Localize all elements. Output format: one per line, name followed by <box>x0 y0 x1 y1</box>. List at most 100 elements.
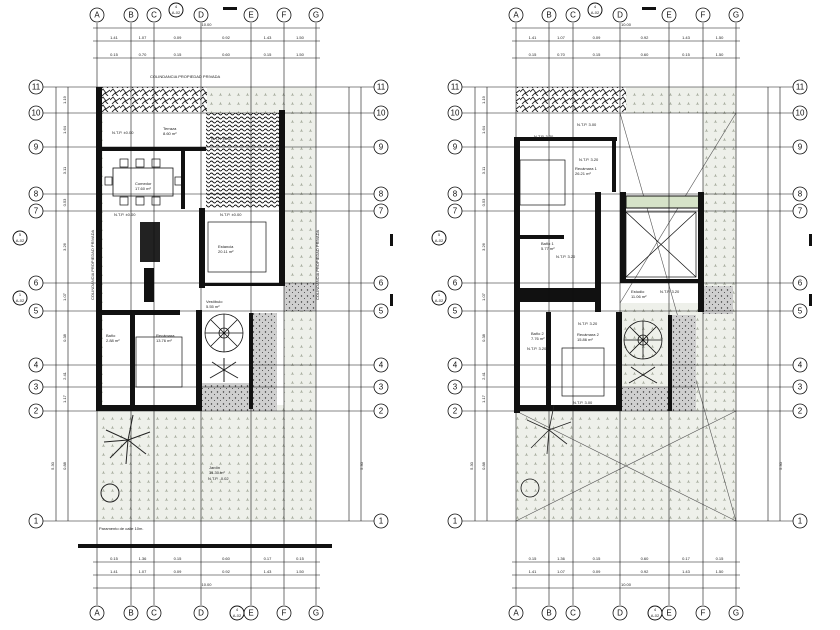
dimension-total: 10.00 <box>621 582 632 587</box>
dimension-text: 0.53 <box>481 198 486 207</box>
grid-bubble <box>447 379 463 395</box>
grid-bubble <box>695 7 711 23</box>
room-area: 20.11 m² <box>218 249 234 254</box>
dimension-text: 0.92 <box>641 35 650 40</box>
room-name: Estancia <box>218 244 234 249</box>
dimension-text: 1.43 <box>682 569 691 574</box>
grid-bubble <box>28 357 44 373</box>
section-marker[interactable] <box>12 230 28 246</box>
furniture <box>519 159 697 397</box>
grid-label: 6 <box>453 279 458 288</box>
grid-bubble <box>373 203 389 219</box>
grid-label: C <box>151 609 157 618</box>
dimension-text: 0.15 <box>174 52 183 57</box>
grid-bubble <box>792 203 808 219</box>
grid-bubble <box>123 7 139 23</box>
dimension-text: 1.19 <box>62 95 67 104</box>
room-labels: Terraza 8.60 m² Comedor 17.60 m² Estanci… <box>106 126 242 481</box>
dimension-text: 0.09 <box>593 35 602 40</box>
grid-bubble <box>541 7 557 23</box>
dimension-text: 0.15 <box>716 556 725 561</box>
section-sheet: A-02 <box>172 10 181 15</box>
room-name: Comedor <box>135 181 152 186</box>
dimension-text: 1.07 <box>139 35 148 40</box>
grid-label: 1 <box>379 517 384 526</box>
grid-label: 10 <box>377 109 386 118</box>
dimension-text: 1.36 <box>139 556 148 561</box>
grid-bubble <box>243 7 259 23</box>
grid-bubble <box>308 605 324 621</box>
dimension-text: 2.41 <box>62 371 67 380</box>
dimension-text: 0.38 <box>481 333 486 342</box>
room-name: Baño 1 <box>541 241 554 246</box>
section-marker[interactable] <box>647 605 663 621</box>
grid-label: 3 <box>798 383 803 392</box>
section-marker[interactable] <box>587 2 603 18</box>
section-cut-mark <box>223 7 237 10</box>
grid-bubble <box>373 303 389 319</box>
grid-bubble <box>508 605 524 621</box>
dimension-text: 0.17 <box>682 556 691 561</box>
grid-label: 9 <box>453 143 458 152</box>
stair <box>140 222 160 262</box>
grid-bubble <box>792 357 808 373</box>
grid-bubble <box>89 605 105 621</box>
grid-bubble <box>447 203 463 219</box>
grid-label: B <box>128 609 133 618</box>
grid-label: 10 <box>451 109 460 118</box>
grid-bubble <box>565 7 581 23</box>
grid-label: 2 <box>34 407 39 416</box>
section-sheet: A-02 <box>591 10 600 15</box>
grid-bubble <box>792 79 808 95</box>
grid-label: B <box>546 609 551 618</box>
room-area: 5.77 m² <box>541 246 555 251</box>
section-marker[interactable] <box>431 230 447 246</box>
section-marker[interactable] <box>168 2 184 18</box>
grid-bubble <box>447 139 463 155</box>
grid-label: 11 <box>377 83 386 92</box>
grid-bubble <box>792 403 808 419</box>
grid-label: 7 <box>453 207 458 216</box>
dimension-text: 1.41 <box>529 35 538 40</box>
grid-bubble <box>792 275 808 291</box>
section-sheet: A-02 <box>16 238 25 243</box>
dimension-text: 1.50 <box>296 35 305 40</box>
grid-bubble <box>373 105 389 121</box>
grid-bubble <box>447 79 463 95</box>
grid-bubble <box>792 513 808 529</box>
room-area: 15.86 m² <box>577 337 593 342</box>
grid-label: 3 <box>379 383 384 392</box>
grid-label: E <box>248 11 253 20</box>
grid-label: F <box>282 11 287 20</box>
dimension-text: 1.43 <box>264 569 273 574</box>
grid-label: 1 <box>453 517 458 526</box>
grid-bubble <box>447 275 463 291</box>
section-marker[interactable] <box>431 290 447 306</box>
grid-bubble <box>28 139 44 155</box>
room-area: 8.60 m² <box>163 131 177 136</box>
grid-bubble <box>28 403 44 419</box>
dimension-text: 1.07 <box>557 569 566 574</box>
dimension-text: 3.26 <box>481 242 486 251</box>
section-cut-mark <box>809 294 812 306</box>
section-sheet: A-02 <box>16 298 25 303</box>
dimension-text: 1.50 <box>716 52 725 57</box>
grid-label: 4 <box>34 361 39 370</box>
grid-bubble <box>28 379 44 395</box>
grid-bubble <box>373 275 389 291</box>
dimension-text: 0.15 <box>264 52 273 57</box>
level-label: N.T.P. 3.20 <box>660 289 680 294</box>
grid-bubble <box>123 605 139 621</box>
grid-label: F <box>701 609 706 618</box>
section-marker[interactable] <box>229 605 245 621</box>
grid-bubble <box>373 79 389 95</box>
dimension-text: 0.15 <box>110 52 119 57</box>
grid-bubble <box>728 7 744 23</box>
section-marker[interactable] <box>12 290 28 306</box>
grid-bubble <box>276 605 292 621</box>
spiral-stair <box>204 313 244 353</box>
grid-bubble <box>28 105 44 121</box>
grid-label: D <box>617 11 623 20</box>
grid-bubble <box>792 105 808 121</box>
dimension-text: 1.64 <box>62 125 67 134</box>
